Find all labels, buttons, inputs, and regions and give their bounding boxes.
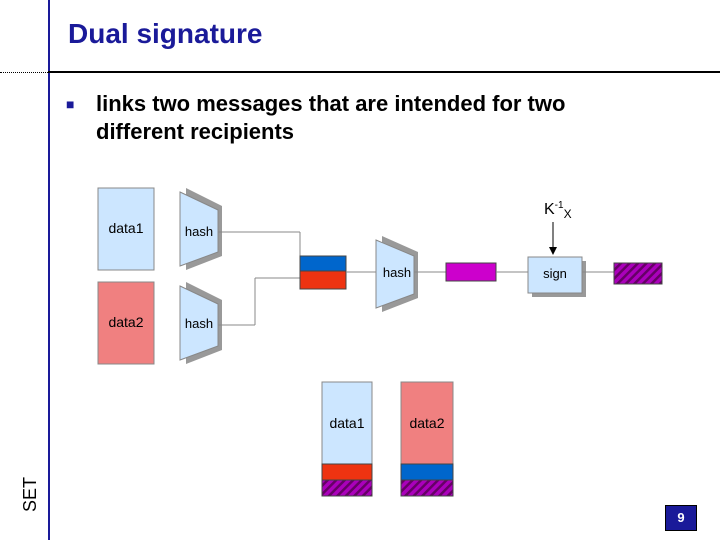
bottom-data2-label: data2 <box>409 415 444 431</box>
hash-3-label: hash <box>383 265 411 280</box>
data2-box: data2 <box>97 281 155 365</box>
bullet-text: links two messages that are intended for… <box>96 91 566 144</box>
dual-hash-block <box>445 262 497 282</box>
left-vertical-rule <box>48 0 50 540</box>
dual-signature-block <box>613 262 663 285</box>
sign-box: sign <box>527 256 586 297</box>
bullet-icon: ■ <box>66 96 75 112</box>
bottom-data2-package: data2 <box>400 381 454 497</box>
data2-label: data2 <box>108 314 143 330</box>
data1-label: data1 <box>108 220 143 236</box>
key-label: K-1X <box>544 200 572 221</box>
side-label: SET <box>20 476 40 512</box>
slide-title: Dual signature <box>68 18 263 49</box>
title-rule-dotted <box>0 72 48 74</box>
bottom-data1-package: data1 <box>321 381 373 497</box>
sign-label: sign <box>543 266 567 281</box>
hash-2-shape: hash <box>179 282 222 364</box>
title-rule <box>48 71 720 73</box>
hash-block-1 <box>299 255 347 272</box>
data1-box: data1 <box>97 187 155 271</box>
page-number: 9 <box>665 505 697 531</box>
hash-1-shape: hash <box>179 188 222 270</box>
hash-3-shape: hash <box>375 236 418 312</box>
hash-block-2 <box>299 270 347 290</box>
hash-1-label: hash <box>185 224 213 239</box>
bottom-data1-label: data1 <box>329 415 364 431</box>
hash-2-label: hash <box>185 316 213 331</box>
